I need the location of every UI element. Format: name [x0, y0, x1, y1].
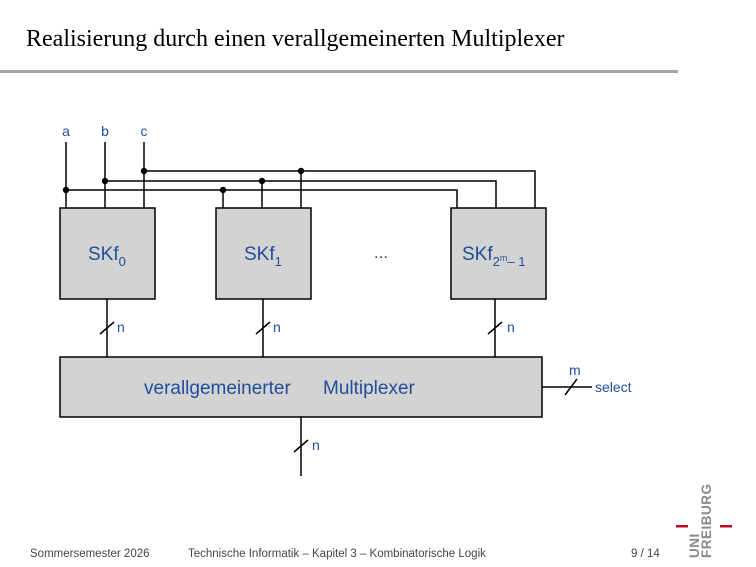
multiplexer-block: [59, 356, 543, 418]
bus-width-label-0: n: [117, 319, 125, 335]
skf-block-last-label: SKf2m– 1: [462, 244, 525, 269]
skf-block-0: [59, 207, 156, 300]
footer-course: Technische Informatik – Kapitel 3 – Komb…: [188, 548, 486, 560]
skf-block-0-label: SKf0: [88, 244, 126, 269]
n-bit-buses: [99, 299, 503, 357]
select-bus: [542, 378, 592, 396]
uni-freiburg-logo: FREIBURG UNI: [676, 484, 732, 559]
input-label-a: a: [62, 123, 70, 139]
svg-text:FREIBURG: FREIBURG: [699, 484, 714, 559]
output-width-label: n: [312, 437, 320, 453]
skf-block-last: [450, 207, 547, 300]
select-label: select: [595, 379, 632, 395]
skf-block-1: [215, 207, 312, 300]
bus-width-label-last: n: [507, 319, 515, 335]
input-label-c: c: [141, 123, 148, 139]
ellipsis: ...: [374, 243, 388, 262]
footer-semester: Sommersemester 2026: [30, 548, 150, 560]
title-divider: [0, 70, 678, 73]
footer-page-number: 9 / 14: [631, 548, 660, 560]
junction-dots: [62, 167, 305, 194]
skf-block-1-label: SKf1: [244, 244, 282, 269]
output-bus: [293, 417, 309, 476]
input-wires: [65, 142, 536, 208]
input-label-b: b: [101, 123, 109, 139]
slide-title: Realisierung durch einen verallgemeinert…: [26, 26, 565, 52]
svg-text:UNI: UNI: [687, 533, 702, 558]
select-width-label: m: [569, 362, 581, 378]
bus-width-label-1: n: [273, 319, 281, 335]
